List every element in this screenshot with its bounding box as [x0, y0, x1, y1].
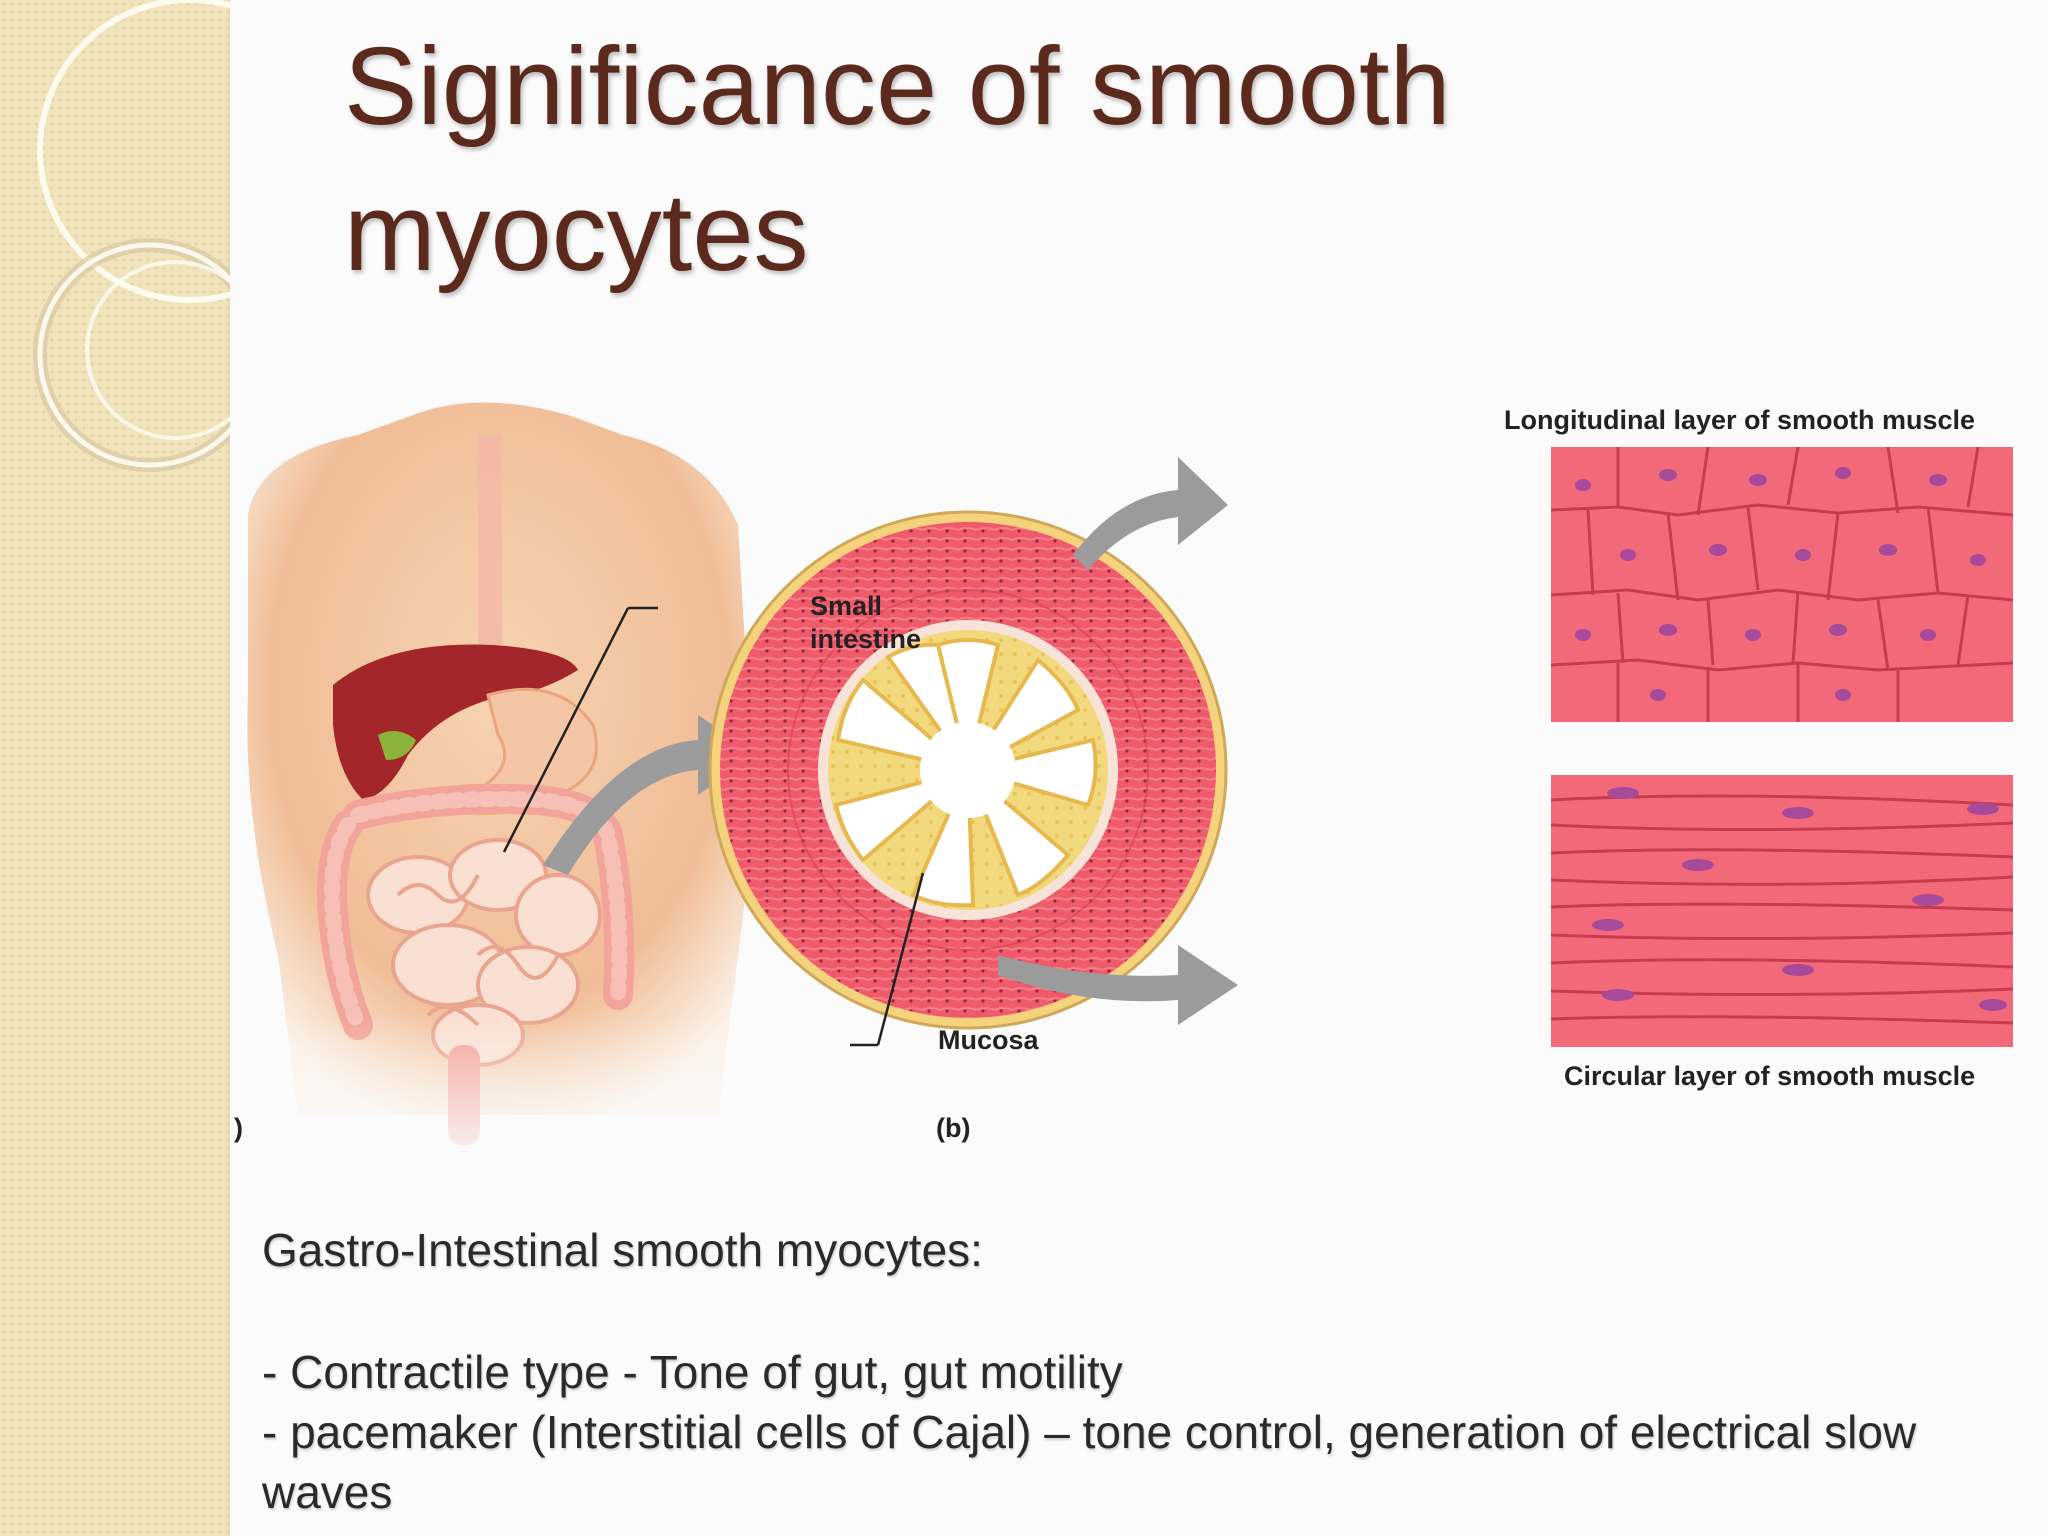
bullet-contractile: - Contractile type - Tone of gut, gut mo…	[262, 1346, 1123, 1398]
bullet-pacemaker: - pacemaker (Interstitial cells of Cajal…	[262, 1406, 1917, 1518]
longitudinal-layer-panel	[1550, 446, 2014, 722]
arrow-to-cross-section	[543, 715, 758, 875]
mucosa-label: Mucosa	[938, 1025, 1039, 1055]
title-line-1: Significance of smooth	[344, 25, 1451, 148]
title-line-2: myocytes	[344, 171, 809, 294]
slide-title: Significance of smooth myocytes	[344, 14, 1844, 306]
small-intestine-leader	[502, 607, 630, 853]
circular-layer-label: Circular layer of smooth muscle	[1564, 1061, 1976, 1091]
panel-b-label: (b)	[936, 1113, 971, 1143]
panel-a-label-fragment: )	[234, 1113, 243, 1143]
circular-layer-panel	[1550, 775, 2014, 1047]
arrow-to-circular	[998, 945, 1238, 1025]
torso-illustration	[238, 402, 758, 1175]
body-heading: Gastro-Intestinal smooth myocytes:	[262, 1224, 983, 1276]
mucosa-leader	[876, 872, 925, 1046]
decorative-circles	[33, 0, 230, 472]
longitudinal-layer-label: Longitudinal layer of smooth muscle	[1504, 405, 1976, 435]
figure-illustration	[238, 402, 2014, 1175]
anatomy-figure: Small intestine Mucosa Longitudinal laye…	[234, 395, 2028, 1175]
arrow-to-longitudinal	[1073, 457, 1228, 570]
small-intestine-label: Small intestine	[810, 591, 922, 654]
intestine-cross-section	[708, 510, 1228, 1030]
body-text: Gastro-Intestinal smooth myocytes: - Con…	[262, 1220, 2022, 1522]
decorative-sidebar	[0, 0, 230, 1536]
